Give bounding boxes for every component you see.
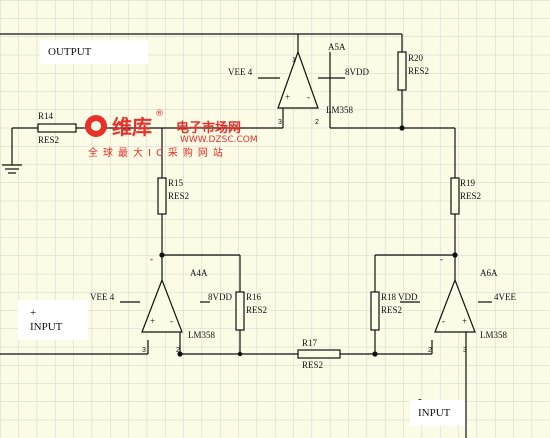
- input-pos-label-patch: [18, 300, 88, 340]
- r14-ref: R14: [38, 111, 54, 121]
- junctions: [159, 125, 458, 357]
- a6-pin-2: 2: [428, 347, 432, 354]
- a4-pin-3: 3: [142, 347, 146, 354]
- r14-resistor: [37, 123, 77, 133]
- ground-symbol: [2, 164, 22, 174]
- a4-ref: A4A: [190, 268, 208, 278]
- a4-vdd: 8VDD: [208, 292, 232, 302]
- r20-val: RES2: [408, 66, 429, 76]
- a4-pin-2: 2: [176, 347, 180, 354]
- a5-opamp: [277, 50, 319, 109]
- watermark-brand: 维库: [112, 115, 152, 139]
- a6-vee: 4VEE: [494, 292, 516, 302]
- a6-part: LM358: [480, 330, 508, 340]
- a6-plus-sign: +: [462, 316, 467, 326]
- a6-vdd: VDD: [398, 292, 418, 302]
- r20-ref: R20: [408, 53, 424, 63]
- a6-pin-3: 3: [463, 347, 467, 354]
- r14-val: RES2: [38, 135, 59, 145]
- input-pos-sign: +: [30, 307, 36, 319]
- a5-plus-sign: +: [285, 92, 290, 102]
- r15-resistor: [157, 177, 167, 215]
- input-neg-label: INPUT: [418, 407, 451, 419]
- r16-resistor: [235, 291, 245, 331]
- a4-part: LM358: [188, 330, 216, 340]
- a5-ref: A5A: [328, 42, 346, 52]
- a5-pin-3: 3: [278, 119, 282, 126]
- r17-resistor: [297, 349, 341, 359]
- a5-pin-1: 1: [292, 57, 296, 64]
- watermark-site: 电子市场网: [176, 120, 241, 136]
- a6-opamp: [434, 278, 476, 333]
- r18-val: RES2: [381, 305, 402, 315]
- input-pos-label: INPUT: [30, 321, 63, 333]
- wires: [0, 33, 492, 438]
- r15-ref: R15: [168, 178, 184, 188]
- a5-pin-2: 2: [315, 119, 319, 126]
- watermark-registered: ®: [155, 109, 164, 119]
- output-label-patch: [40, 40, 148, 64]
- a6-minus-top: -: [440, 254, 443, 264]
- a5-vee: VEE 4: [228, 67, 253, 77]
- a4-vee: VEE 4: [90, 292, 115, 302]
- r18-resistor: [370, 291, 380, 331]
- r16-val: RES2: [246, 305, 267, 315]
- input-neg-sign: -: [418, 393, 422, 405]
- r17-val: RES2: [302, 360, 323, 370]
- a5-part: LM358: [326, 105, 354, 115]
- a6-minus-sign: -: [442, 316, 445, 326]
- r18-ref: R18: [381, 292, 397, 302]
- a6-ref: A6A: [480, 268, 498, 278]
- r16-ref: R16: [246, 292, 262, 302]
- watermark-slogan: 全球最大IC采购网站: [88, 146, 228, 159]
- r17-ref: R17: [302, 338, 318, 348]
- a4-minus-top: -: [150, 254, 153, 264]
- r19-resistor: [450, 177, 460, 215]
- watermark-url: WWW.DZSC.COM: [180, 135, 258, 145]
- r15-val: RES2: [168, 191, 189, 201]
- r19-val: RES2: [460, 191, 481, 201]
- input-neg-label-patch: [410, 400, 466, 426]
- r19-ref: R19: [460, 178, 476, 188]
- a4-opamp: [141, 278, 183, 333]
- a5-vdd: 8VDD: [345, 67, 369, 77]
- watermark: 维库 ® 电子市场网 WWW.DZSC.COM 全球最大IC采购网站: [85, 109, 258, 159]
- r20-resistor: [397, 51, 407, 91]
- output-label: OUTPUT: [48, 46, 92, 58]
- a5-minus-sign: -: [307, 92, 310, 102]
- a4-minus-sign: -: [170, 316, 173, 326]
- a4-plus-sign: +: [150, 316, 155, 326]
